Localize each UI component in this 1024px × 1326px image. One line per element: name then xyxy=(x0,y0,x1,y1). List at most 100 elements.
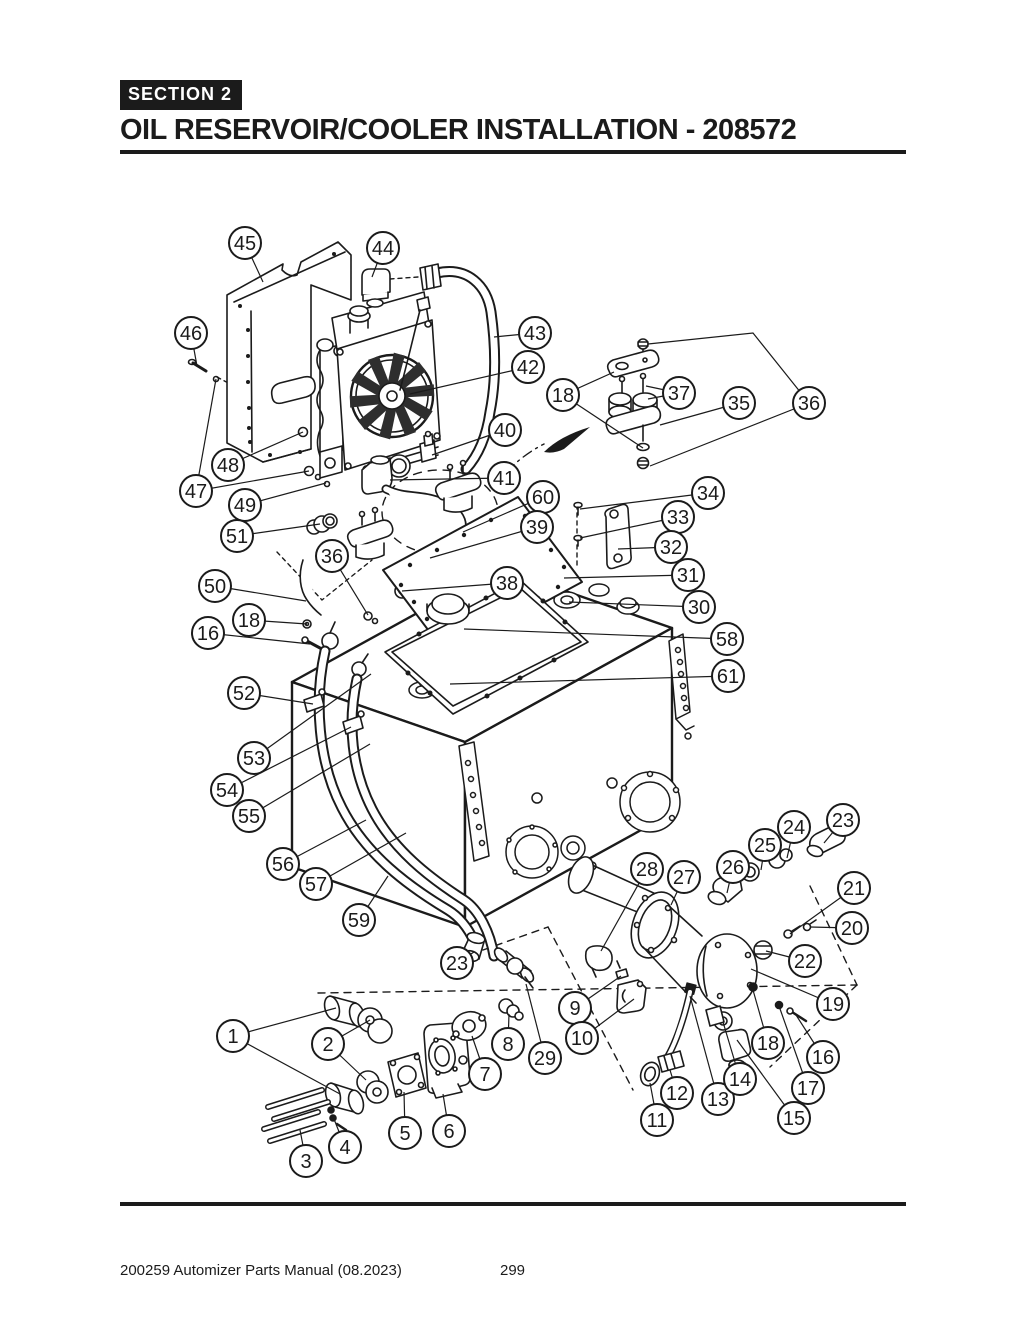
strainer-assembly xyxy=(567,825,846,1087)
svg-text:21: 21 xyxy=(843,878,865,900)
callout-27: 27 xyxy=(667,860,701,906)
svg-text:56: 56 xyxy=(272,854,294,876)
svg-text:20: 20 xyxy=(841,918,863,940)
callout-51: 51 xyxy=(220,519,321,553)
callout-7: 7 xyxy=(468,1035,502,1091)
callout-58: 58 xyxy=(463,622,744,656)
svg-text:50: 50 xyxy=(204,576,226,598)
callout-53: 53 xyxy=(237,673,372,775)
svg-text:30: 30 xyxy=(688,597,710,619)
svg-text:49: 49 xyxy=(234,495,256,517)
svg-text:26: 26 xyxy=(722,857,744,879)
svg-text:18: 18 xyxy=(238,610,260,632)
callout-20: 20 xyxy=(809,911,869,945)
page-header: SECTION 2 OIL RESERVOIR/COOLER INSTALLAT… xyxy=(120,80,906,147)
svg-text:54: 54 xyxy=(216,780,238,802)
callout-38: 38 xyxy=(401,566,524,600)
svg-text:18: 18 xyxy=(757,1033,779,1055)
callout-17: 17 xyxy=(778,1005,825,1105)
header-rule xyxy=(120,150,906,154)
callout-32: 32 xyxy=(617,530,688,564)
svg-text:17: 17 xyxy=(797,1078,819,1100)
svg-text:61: 61 xyxy=(717,666,739,688)
svg-text:53: 53 xyxy=(243,748,265,770)
tank-top-fittings xyxy=(299,559,379,677)
rubber-mount-mid xyxy=(434,459,482,513)
svg-text:24: 24 xyxy=(783,817,805,839)
callout-18: 18 xyxy=(751,989,785,1060)
grommet-51 xyxy=(306,513,338,535)
callout-30: 30 xyxy=(568,590,716,624)
suction-hoses xyxy=(303,645,500,962)
svg-text:34: 34 xyxy=(697,483,719,505)
callout-18: 18 xyxy=(232,603,308,637)
callout-47: 47 xyxy=(179,378,310,508)
svg-text:36: 36 xyxy=(798,393,820,415)
callout-16: 16 xyxy=(795,1014,840,1074)
callout-36: 36 xyxy=(315,539,369,616)
callout-31: 31 xyxy=(563,558,705,592)
svg-text:25: 25 xyxy=(754,835,776,857)
callout-61: 61 xyxy=(449,659,745,693)
svg-text:48: 48 xyxy=(217,455,239,477)
svg-text:7: 7 xyxy=(479,1064,490,1086)
mounting-rods xyxy=(261,1087,331,1144)
callout-42: 42 xyxy=(409,350,545,395)
svg-text:35: 35 xyxy=(728,393,750,415)
svg-text:16: 16 xyxy=(197,623,219,645)
callout-40: 40 xyxy=(431,413,522,456)
callout-57: 57 xyxy=(299,832,407,901)
svg-text:43: 43 xyxy=(524,323,546,345)
svg-text:41: 41 xyxy=(493,468,515,490)
callout-29: 29 xyxy=(525,983,562,1075)
svg-text:22: 22 xyxy=(794,951,816,973)
svg-text:4: 4 xyxy=(339,1137,350,1159)
callout-22: 22 xyxy=(765,944,822,978)
footer-manual-name: 200259 Automizer Parts Manual (08.2023) xyxy=(120,1262,402,1279)
svg-text:46: 46 xyxy=(180,323,202,345)
svg-text:16: 16 xyxy=(812,1047,834,1069)
section-badge: SECTION 2 xyxy=(120,80,243,110)
hose-43 xyxy=(419,263,501,475)
svg-text:44: 44 xyxy=(372,238,394,260)
svg-text:33: 33 xyxy=(667,507,689,529)
elbow-fitting-44 xyxy=(361,268,391,308)
callout-16: 16 xyxy=(191,616,311,650)
svg-text:47: 47 xyxy=(185,481,207,503)
svg-text:38: 38 xyxy=(496,573,518,595)
callout-36: 36 xyxy=(647,332,826,467)
svg-text:37: 37 xyxy=(668,383,690,405)
callout-39: 39 xyxy=(429,510,554,559)
svg-text:51: 51 xyxy=(226,526,248,548)
svg-text:23: 23 xyxy=(832,810,854,832)
callout-26: 26 xyxy=(716,850,750,894)
svg-text:39: 39 xyxy=(526,517,548,539)
svg-text:42: 42 xyxy=(517,357,539,379)
reservoir-tank xyxy=(290,566,695,929)
callout-35: 35 xyxy=(659,386,756,426)
side-plate-32 xyxy=(573,501,632,570)
callout-25: 25 xyxy=(748,828,782,871)
callout-59: 59 xyxy=(342,875,389,937)
svg-text:1: 1 xyxy=(227,1026,238,1048)
svg-text:18: 18 xyxy=(552,385,574,407)
callout-6: 6 xyxy=(432,1093,466,1148)
callout-23: 23 xyxy=(823,803,860,844)
callout-14: 14 xyxy=(722,1021,757,1096)
svg-text:29: 29 xyxy=(534,1048,556,1070)
svg-text:58: 58 xyxy=(716,629,738,651)
svg-text:31: 31 xyxy=(677,565,699,587)
svg-text:2: 2 xyxy=(322,1034,333,1056)
svg-text:13: 13 xyxy=(707,1089,729,1111)
svg-text:9: 9 xyxy=(569,998,580,1020)
fan-blades xyxy=(349,352,435,440)
callout-4: 4 xyxy=(328,1118,362,1164)
callout-21: 21 xyxy=(789,871,871,935)
svg-text:60: 60 xyxy=(532,487,554,509)
callout-55: 55 xyxy=(232,743,371,833)
svg-text:40: 40 xyxy=(494,420,516,442)
mount-detail xyxy=(605,338,662,470)
